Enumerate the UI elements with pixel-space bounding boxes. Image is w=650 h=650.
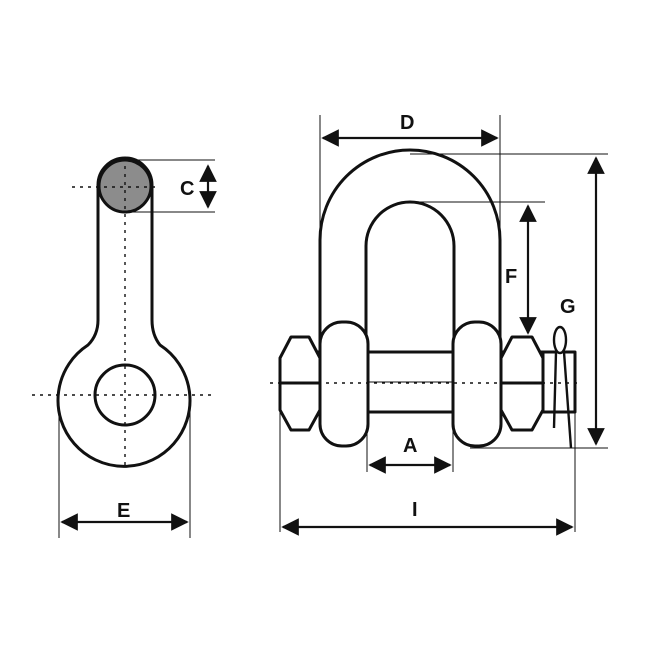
shackle-bow bbox=[318, 148, 502, 347]
c-label: C bbox=[180, 178, 194, 200]
bow-ear-left bbox=[318, 320, 370, 448]
e-label: E bbox=[117, 500, 130, 522]
cotter-pin-loop bbox=[552, 325, 568, 355]
g-label: G bbox=[560, 296, 576, 318]
i-label: I bbox=[412, 499, 418, 521]
bolt-tip bbox=[541, 350, 577, 414]
cotter-pin bbox=[552, 325, 573, 449]
a-label: A bbox=[403, 435, 417, 457]
side-view: C E bbox=[32, 156, 217, 538]
front-view: D A F G I bbox=[270, 112, 608, 536]
f-label: F bbox=[505, 266, 517, 288]
cotter-pin-legs bbox=[552, 351, 573, 449]
side-view-body bbox=[56, 156, 192, 468]
bow-ear-right bbox=[451, 320, 503, 448]
d-label: D bbox=[400, 112, 414, 134]
